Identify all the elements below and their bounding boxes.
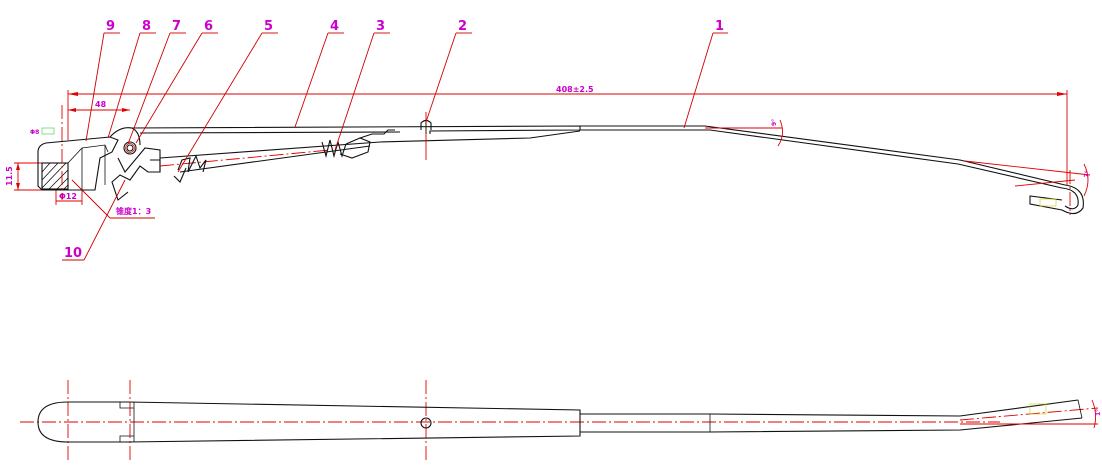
balloon-9: 9 xyxy=(85,19,120,142)
balloon-4-text: 4 xyxy=(330,19,339,34)
angle-c-text: 1° xyxy=(1095,409,1102,416)
balloon-8-text: 8 xyxy=(142,19,151,34)
balloon-1-text: 1 xyxy=(715,19,724,34)
balloon-7-text: 7 xyxy=(172,19,181,34)
balloon-7: 7 xyxy=(127,19,186,145)
upper-arm-bar xyxy=(129,125,581,173)
side-view: 408±2.5 48 11.5 Φ12 Φ8 xyxy=(5,19,1091,261)
balloon-2-text: 2 xyxy=(458,19,467,34)
taper-text: 锥度1：3 xyxy=(116,206,151,216)
plan-rivet xyxy=(420,417,432,429)
dimension-phi12-text: Φ12 xyxy=(59,192,77,201)
balloon-10-text: 10 xyxy=(64,246,82,261)
balloon-3-text: 3 xyxy=(376,19,385,34)
balloon-3: 3 xyxy=(334,19,390,151)
balloon-6: 6 xyxy=(135,19,218,144)
angle-b-text: 7° xyxy=(1083,170,1091,178)
pivot-assembly xyxy=(109,127,161,201)
balloon-9-text: 9 xyxy=(106,19,115,34)
dimension-11-5-text: 11.5 xyxy=(5,166,14,186)
dimension-48: 48 xyxy=(68,100,130,112)
dimension-11-5: 11.5 xyxy=(5,162,46,191)
balloon-1: 1 xyxy=(683,19,728,129)
angle-marks: 9° 7° xyxy=(705,119,1091,197)
balloon-2: 2 xyxy=(425,19,472,123)
dimension-phi12: Φ12 xyxy=(55,190,83,205)
tension-spring xyxy=(159,129,395,183)
plan-view: 1° xyxy=(20,380,1102,462)
angle-a-text: 9° xyxy=(771,119,778,126)
arm-hub xyxy=(37,105,119,200)
rivet-2 xyxy=(420,112,432,160)
balloon-4: 4 xyxy=(294,19,344,128)
balloon-5: 5 xyxy=(177,19,278,173)
balloon-6-text: 6 xyxy=(204,19,213,34)
overall-length-text: 408±2.5 xyxy=(556,85,594,94)
wiper-rod xyxy=(580,125,1084,215)
balloon-8: 8 xyxy=(107,19,156,139)
overall-length-dimension: 408±2.5 xyxy=(67,85,1068,185)
balloon-5-text: 5 xyxy=(264,19,273,34)
taper-note: 锥度1：3 xyxy=(71,179,155,219)
balloon-10: 10 xyxy=(62,179,126,261)
dimension-phi8-text: Φ8 xyxy=(30,129,39,136)
dimension-48-text: 48 xyxy=(95,100,107,109)
